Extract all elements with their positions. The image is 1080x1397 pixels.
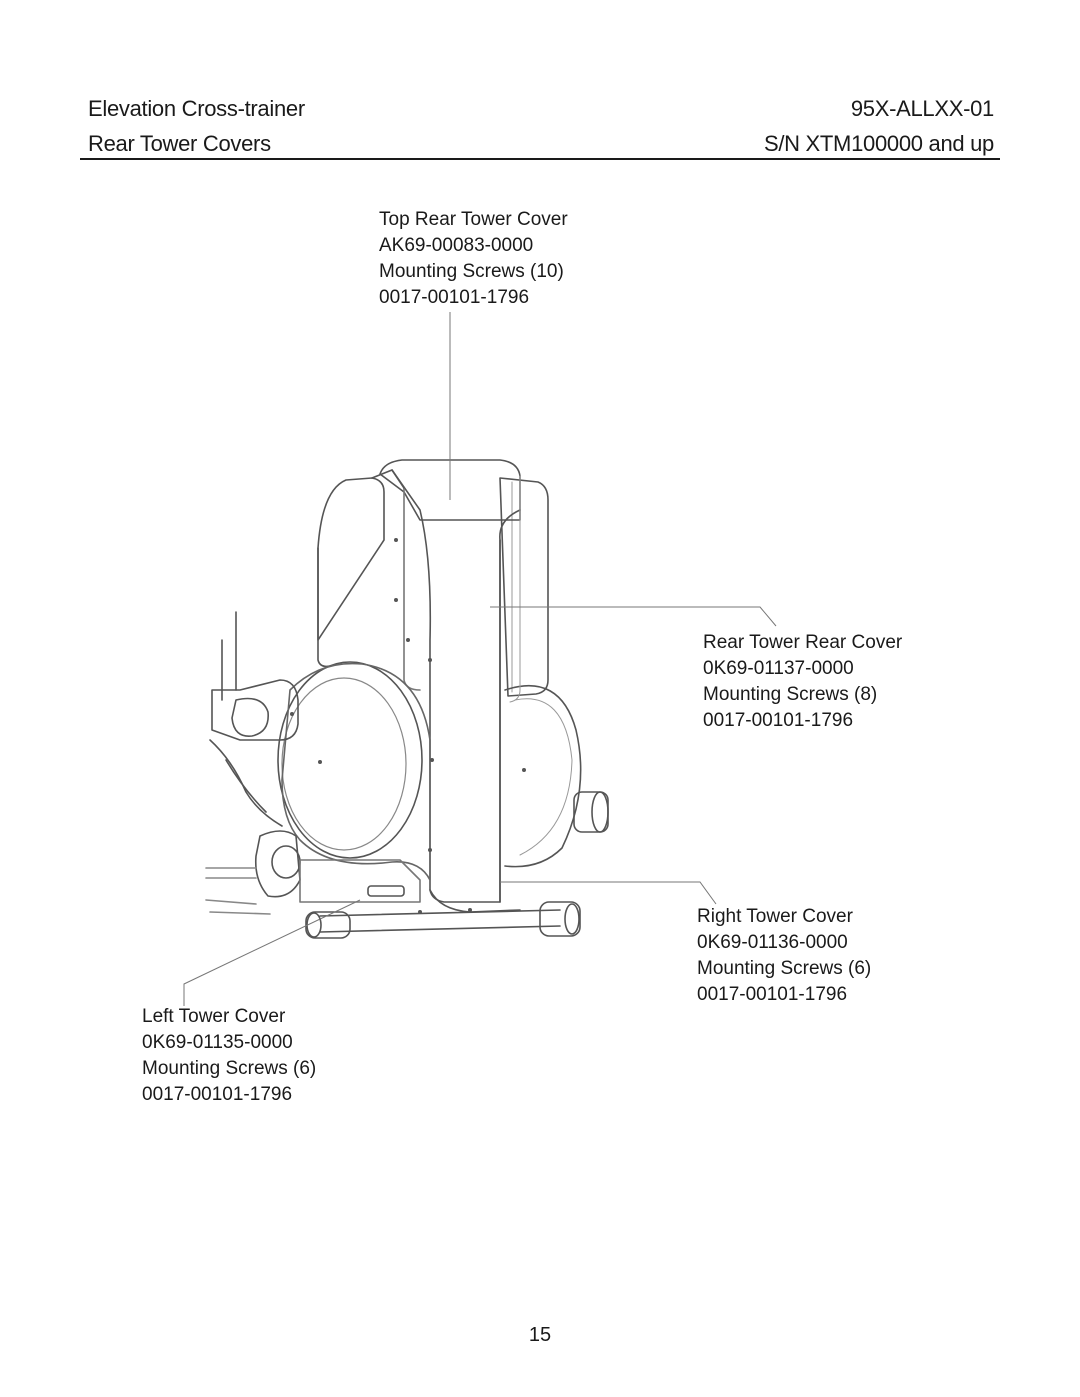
leader-right	[500, 881, 717, 905]
part-name: Rear Tower Rear Cover	[703, 632, 903, 653]
part-name: Right Tower Cover	[697, 906, 853, 927]
leader-rear-rear	[490, 606, 777, 627]
part-number: 0K69-01137-0000	[703, 658, 854, 679]
callout-left-tower-cover: Left Tower Cover 0K69-01135-0000 Mountin…	[142, 1004, 316, 1108]
screw-description: Mounting Screws (6)	[142, 1058, 317, 1079]
screw-part-number: 0017-00101-1796	[379, 287, 530, 308]
section-title: Rear Tower Covers	[88, 131, 271, 156]
model-number: 95X-ALLXX-01	[850, 96, 994, 121]
screw-description: Mounting Screws (8)	[703, 684, 878, 705]
header-rule	[80, 158, 1000, 160]
part-name: Left Tower Cover	[142, 1006, 286, 1027]
callout-rear-tower-rear-cover: Rear Tower Rear Cover 0K69-01137-0000 Mo…	[703, 630, 902, 734]
screw-part-number: 0017-00101-1796	[703, 710, 854, 731]
part-number: 0K69-01135-0000	[142, 1032, 293, 1053]
serial-range: S/N XTM100000 and up	[763, 131, 994, 156]
screw-part-number: 0017-00101-1796	[142, 1084, 293, 1105]
callout-top-rear-tower-cover: Top Rear Tower Cover AK69-00083-0000 Mou…	[379, 207, 568, 311]
screw-description: Mounting Screws (6)	[697, 958, 872, 979]
page-number: 15	[528, 1324, 552, 1346]
part-number: 0K69-01136-0000	[697, 932, 848, 953]
screw-part-number: 0017-00101-1796	[697, 984, 848, 1005]
screw-description: Mounting Screws (10)	[379, 261, 564, 282]
part-number: AK69-00083-0000	[379, 235, 534, 256]
leader-left	[183, 899, 361, 1006]
callout-right-tower-cover: Right Tower Cover 0K69-01136-0000 Mounti…	[697, 904, 871, 1008]
document-title: Elevation Cross-trainer	[88, 96, 305, 121]
part-name: Top Rear Tower Cover	[379, 209, 568, 230]
